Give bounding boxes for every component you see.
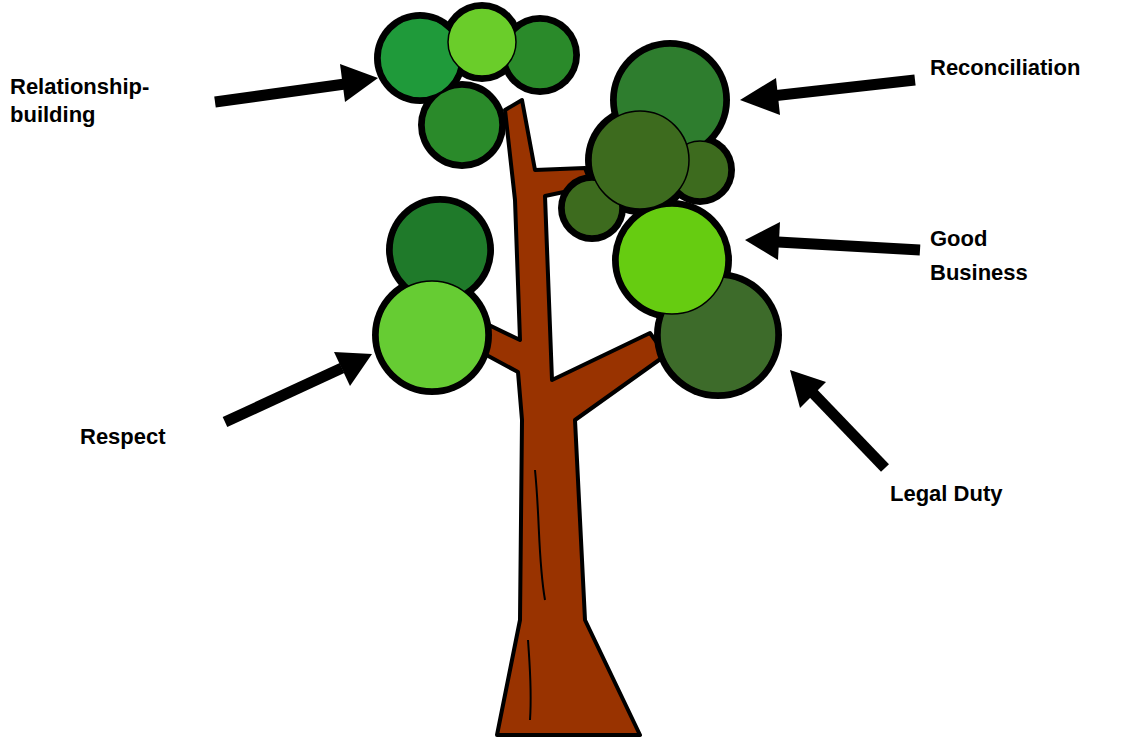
foliage-outline bbox=[372, 2, 782, 399]
foliage bbox=[378, 8, 776, 393]
callout-label: Legal Duty bbox=[890, 480, 1090, 508]
callout-label: Reconciliation bbox=[930, 54, 1125, 82]
callout-label: Relationship-building bbox=[10, 73, 195, 129]
callout-arrow bbox=[215, 64, 920, 468]
callout-label: Good Business bbox=[930, 222, 1040, 290]
callout-label: Respect bbox=[80, 423, 240, 451]
